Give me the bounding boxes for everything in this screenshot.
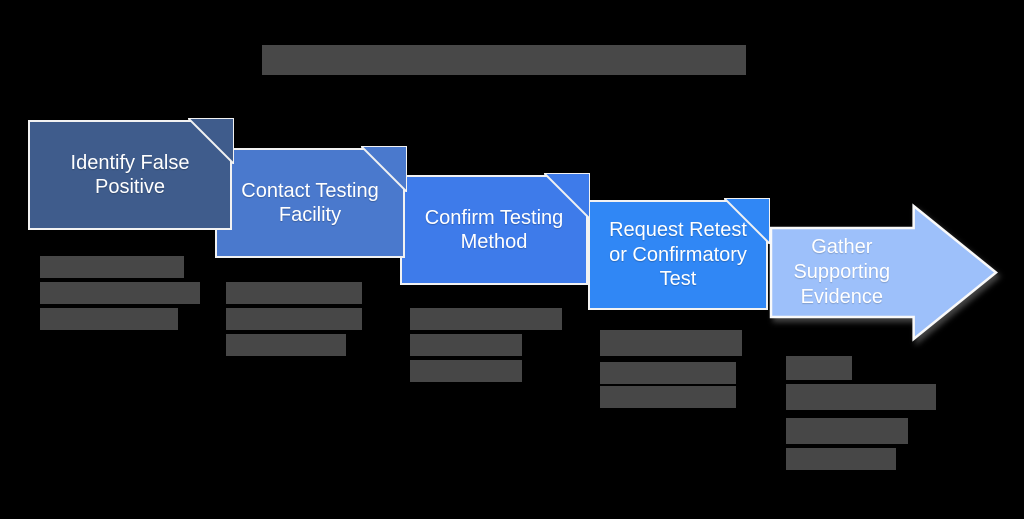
caption-line: [40, 256, 184, 278]
process-step-label-gather-supporting-evidence: Gather Supporting Evidence: [793, 235, 891, 308]
caption-line: [786, 418, 908, 444]
process-step-label-request-retest: Request Retest or Confirmatory Test: [609, 219, 747, 291]
caption-line: [226, 334, 346, 356]
caption-line: [410, 308, 562, 330]
caption-line: [40, 282, 200, 304]
process-step-identify-false-positive[interactable]: Identify False Positive: [28, 118, 234, 230]
process-step-label-confirm-testing-method: Confirm Testing Method: [424, 206, 564, 253]
caption-line: [226, 282, 362, 304]
process-step-request-retest[interactable]: Request Retest or Confirmatory Test: [588, 198, 770, 310]
caption-line: [786, 356, 852, 380]
process-step-confirm-testing-method[interactable]: Confirm Testing Method: [400, 173, 590, 285]
caption-line: [600, 362, 736, 384]
caption-line: [410, 360, 522, 382]
caption-line: [410, 334, 522, 356]
process-step-contact-testing-facility[interactable]: Contact Testing Facility: [215, 146, 407, 258]
process-step-label-identify-false-positive: Identify False Positive: [70, 151, 190, 198]
caption-line: [226, 308, 362, 330]
caption-line: [786, 384, 936, 410]
process-step-gather-supporting-evidence[interactable]: Gather Supporting Evidence: [769, 203, 998, 342]
caption-line: [40, 308, 178, 330]
caption-line: [786, 448, 896, 470]
caption-line: [600, 330, 742, 356]
caption-line: [600, 386, 736, 408]
diagram-title: [262, 45, 746, 75]
arrow-shape: [769, 203, 998, 342]
process-step-label-contact-testing-facility: Contact Testing Facility: [241, 179, 379, 226]
